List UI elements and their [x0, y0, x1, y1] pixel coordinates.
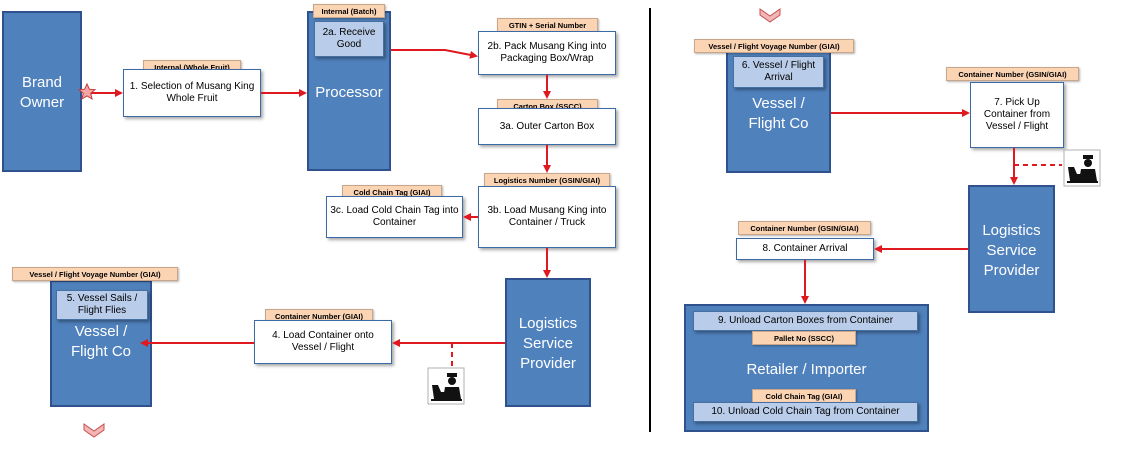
step-9-unload-carton: 9. Unload Carton Boxes from Container: [693, 311, 918, 331]
step-4-load-onto-vessel: 4. Load Container onto Vessel / Flight: [254, 320, 392, 364]
brand-owner-label: Brand Owner: [19, 74, 65, 111]
step-2b-pack: 2b. Pack Musang King into Packaging Box/…: [478, 31, 616, 75]
step-8-container-arrival: 8. Container Arrival: [736, 238, 874, 260]
chevron-down-icon: [759, 8, 781, 23]
tag-container-number-gsin-8: Container Number (GSIN/GIAI): [738, 221, 871, 235]
tag-voyage-number-left: Vessel / Flight Voyage Number (GIAI): [12, 267, 178, 281]
section-divider: [649, 8, 651, 432]
logistics-left-label: Logistics Service Provider: [518, 315, 578, 372]
tag-voyage-number-right: Vessel / Flight Voyage Number (GIAI): [694, 39, 854, 53]
vessel-right-label: Vessel / Flight Co: [748, 95, 809, 132]
step-1-selection: 1. Selection of Musang King Whole Fruit: [123, 69, 261, 117]
customs-officer-icon: [1063, 149, 1101, 187]
retailer-importer-label: Retailer / Importer: [746, 361, 867, 378]
step-3a-outer-carton: 3a. Outer Carton Box: [478, 108, 616, 145]
actor-logistics-left: Logistics Service Provider: [505, 278, 591, 407]
step-5-vessel-sails: 5. Vessel Sails / Flight Flies: [56, 290, 148, 320]
step-2a-receive-good: 2a. Receive Good: [314, 21, 384, 57]
actor-logistics-right: Logistics Service Provider: [968, 185, 1055, 313]
chevron-down-icon: [83, 423, 105, 438]
actor-brand-owner: Brand Owner: [2, 11, 82, 172]
customs-officer-icon: [427, 367, 465, 405]
processor-label: Processor: [315, 84, 383, 101]
tag-pallet-no-sscc: Pallet No (SSCC): [752, 331, 856, 345]
logistics-right-label: Logistics Service Provider: [982, 222, 1041, 279]
step-10-unload-cold-chain: 10. Unload Cold Chain Tag from Container: [693, 402, 918, 422]
step-3c-cold-chain-tag: 3c. Load Cold Chain Tag into Container: [326, 196, 463, 238]
arrow-processor-to-2b: [391, 49, 478, 59]
tag-internal-batch: Internal (Batch): [313, 4, 385, 18]
tag-container-number-gsin-7: Container Number (GSIN/GIAI): [946, 67, 1079, 81]
step-7-pick-up-container: 7. Pick Up Container from Vessel / Fligh…: [970, 82, 1064, 148]
vessel-left-label: Vessel / Flight Co: [70, 323, 132, 360]
step-3b-load-container: 3b. Load Musang King into Container / Tr…: [478, 186, 616, 248]
star-icon: [77, 82, 97, 101]
step-6-vessel-arrival: 6. Vessel / Flight Arrival: [733, 56, 824, 88]
